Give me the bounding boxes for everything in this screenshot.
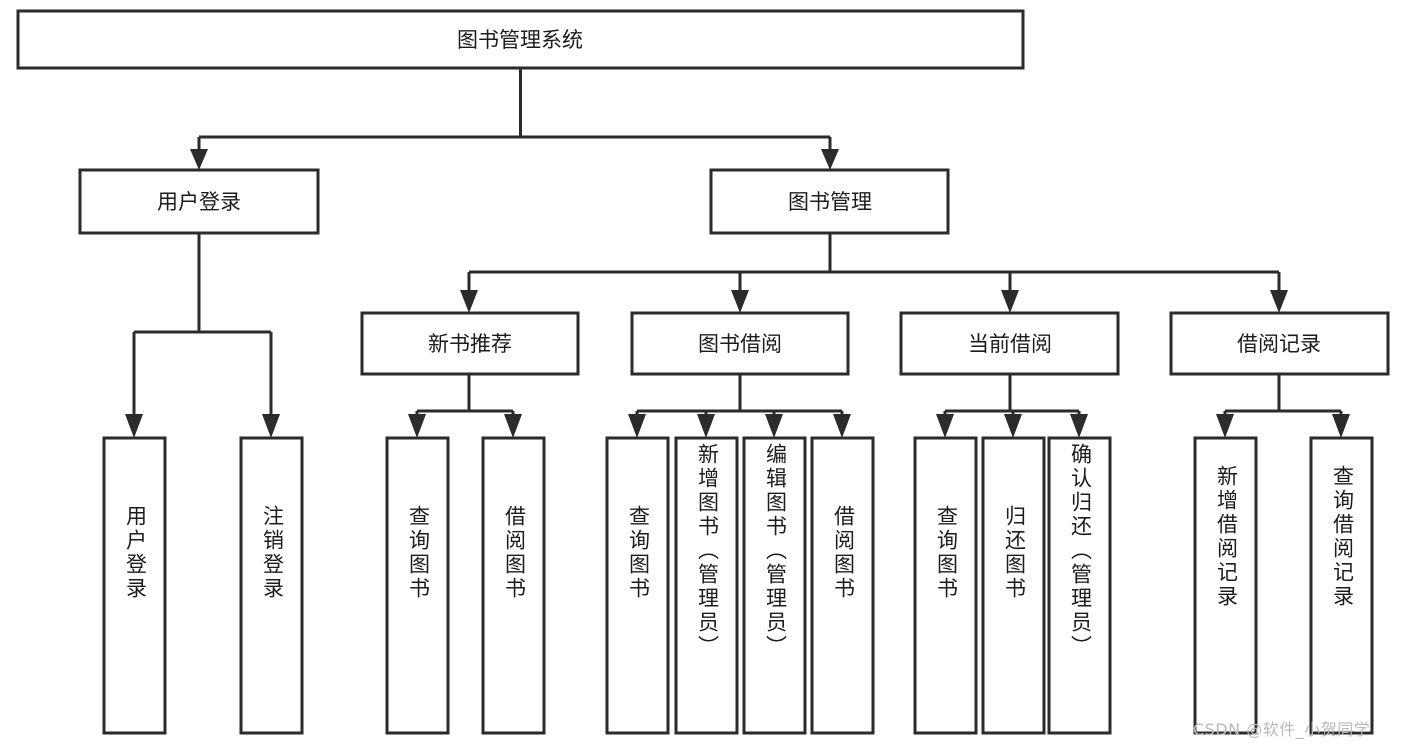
arrow-borrow-record-leaf-2	[1332, 414, 1350, 438]
leaf-box-query-record[interactable]	[1309, 436, 1374, 735]
leaf-box-layer	[102, 436, 1374, 735]
arrow-book-borrow-leaf-1	[628, 414, 646, 438]
current-borrow-box[interactable]	[899, 311, 1120, 376]
arrow-to-new-book-recommend	[460, 290, 478, 313]
leaf-box-add-record[interactable]	[1193, 436, 1258, 735]
connector-book-borrow-to-leaves	[635, 374, 844, 420]
connector-root-to-level2	[197, 68, 832, 156]
user-login-label: 用户登录	[157, 190, 241, 214]
node-root[interactable]: 图书管理系统	[16, 9, 1025, 70]
arrow-book-borrow-leaf-4	[833, 414, 851, 438]
arrow-root-to-user-login	[190, 149, 208, 170]
arrow-current-borrow-leaf-1	[936, 414, 954, 438]
book-borrow-label: 图书借阅	[698, 332, 782, 356]
book-management-label: 图书管理	[788, 190, 872, 214]
csdn-watermark: CSDN @软件_小贺同学	[1193, 720, 1371, 739]
new-book-recommend-box[interactable]	[360, 311, 580, 376]
leaf-box-user-login[interactable]	[102, 436, 167, 735]
leaf-box-return-book[interactable]	[981, 436, 1046, 735]
node-borrow-record[interactable]: 借阅记录	[1169, 311, 1390, 376]
connector-user-login-to-leaves	[132, 233, 273, 420]
leaf-box-borrow-book-2[interactable]	[810, 436, 875, 735]
node-current-borrow[interactable]: 当前借阅	[899, 311, 1120, 376]
connector-new-book-recommend-to-leaves	[415, 374, 515, 420]
leaf-box-query-book-3[interactable]	[913, 436, 978, 735]
connector-layer	[125, 68, 1350, 438]
book-management-box[interactable]	[709, 168, 950, 235]
node-book-management[interactable]: 图书管理	[709, 168, 950, 235]
root-box[interactable]	[16, 9, 1025, 70]
current-borrow-label: 当前借阅	[968, 332, 1052, 356]
node-user-login[interactable]: 用户登录	[78, 168, 320, 235]
leaf-box-borrow-book-1[interactable]	[481, 436, 546, 735]
book-borrow-box[interactable]	[630, 311, 850, 376]
arrow-current-borrow-leaf-3	[1070, 414, 1088, 438]
leaf-box-add-book[interactable]	[674, 436, 739, 735]
borrow-record-label: 借阅记录	[1237, 332, 1321, 356]
arrow-book-borrow-leaf-2	[697, 414, 715, 438]
leaf-box-edit-book[interactable]	[742, 436, 807, 735]
arrow-borrow-record-leaf-1	[1216, 414, 1234, 438]
arrow-to-current-borrow	[1001, 290, 1019, 313]
connector-book-management-to-level3	[467, 233, 1281, 292]
connector-borrow-record-to-leaves	[1223, 374, 1343, 420]
leaf-box-user-logout[interactable]	[239, 436, 304, 735]
new-book-recommend-label: 新书推荐	[428, 332, 512, 356]
connector-current-borrow-to-leaves	[943, 374, 1081, 420]
arrow-new-book-leaf-2	[504, 414, 522, 438]
node-book-borrow[interactable]: 图书借阅	[630, 311, 850, 376]
leaf-box-query-book-2[interactable]	[605, 436, 670, 735]
arrow-current-borrow-leaf-2	[1004, 414, 1022, 438]
arrow-new-book-leaf-1	[408, 414, 426, 438]
leaf-box-confirm-return[interactable]	[1047, 436, 1112, 735]
arrow-to-borrow-record	[1270, 290, 1288, 313]
root-label: 图书管理系统	[457, 28, 583, 52]
node-new-book-recommend[interactable]: 新书推荐	[360, 311, 580, 376]
arrow-user-login-leaf-1	[125, 414, 143, 438]
borrow-record-box[interactable]	[1169, 311, 1390, 376]
arrow-root-to-book-management	[821, 149, 839, 170]
arrow-to-book-borrow	[731, 290, 749, 313]
leaf-box-query-book-1[interactable]	[385, 436, 450, 735]
arrow-book-borrow-leaf-3	[765, 414, 783, 438]
arrow-user-login-leaf-2	[262, 414, 280, 438]
user-login-box[interactable]	[78, 168, 320, 235]
